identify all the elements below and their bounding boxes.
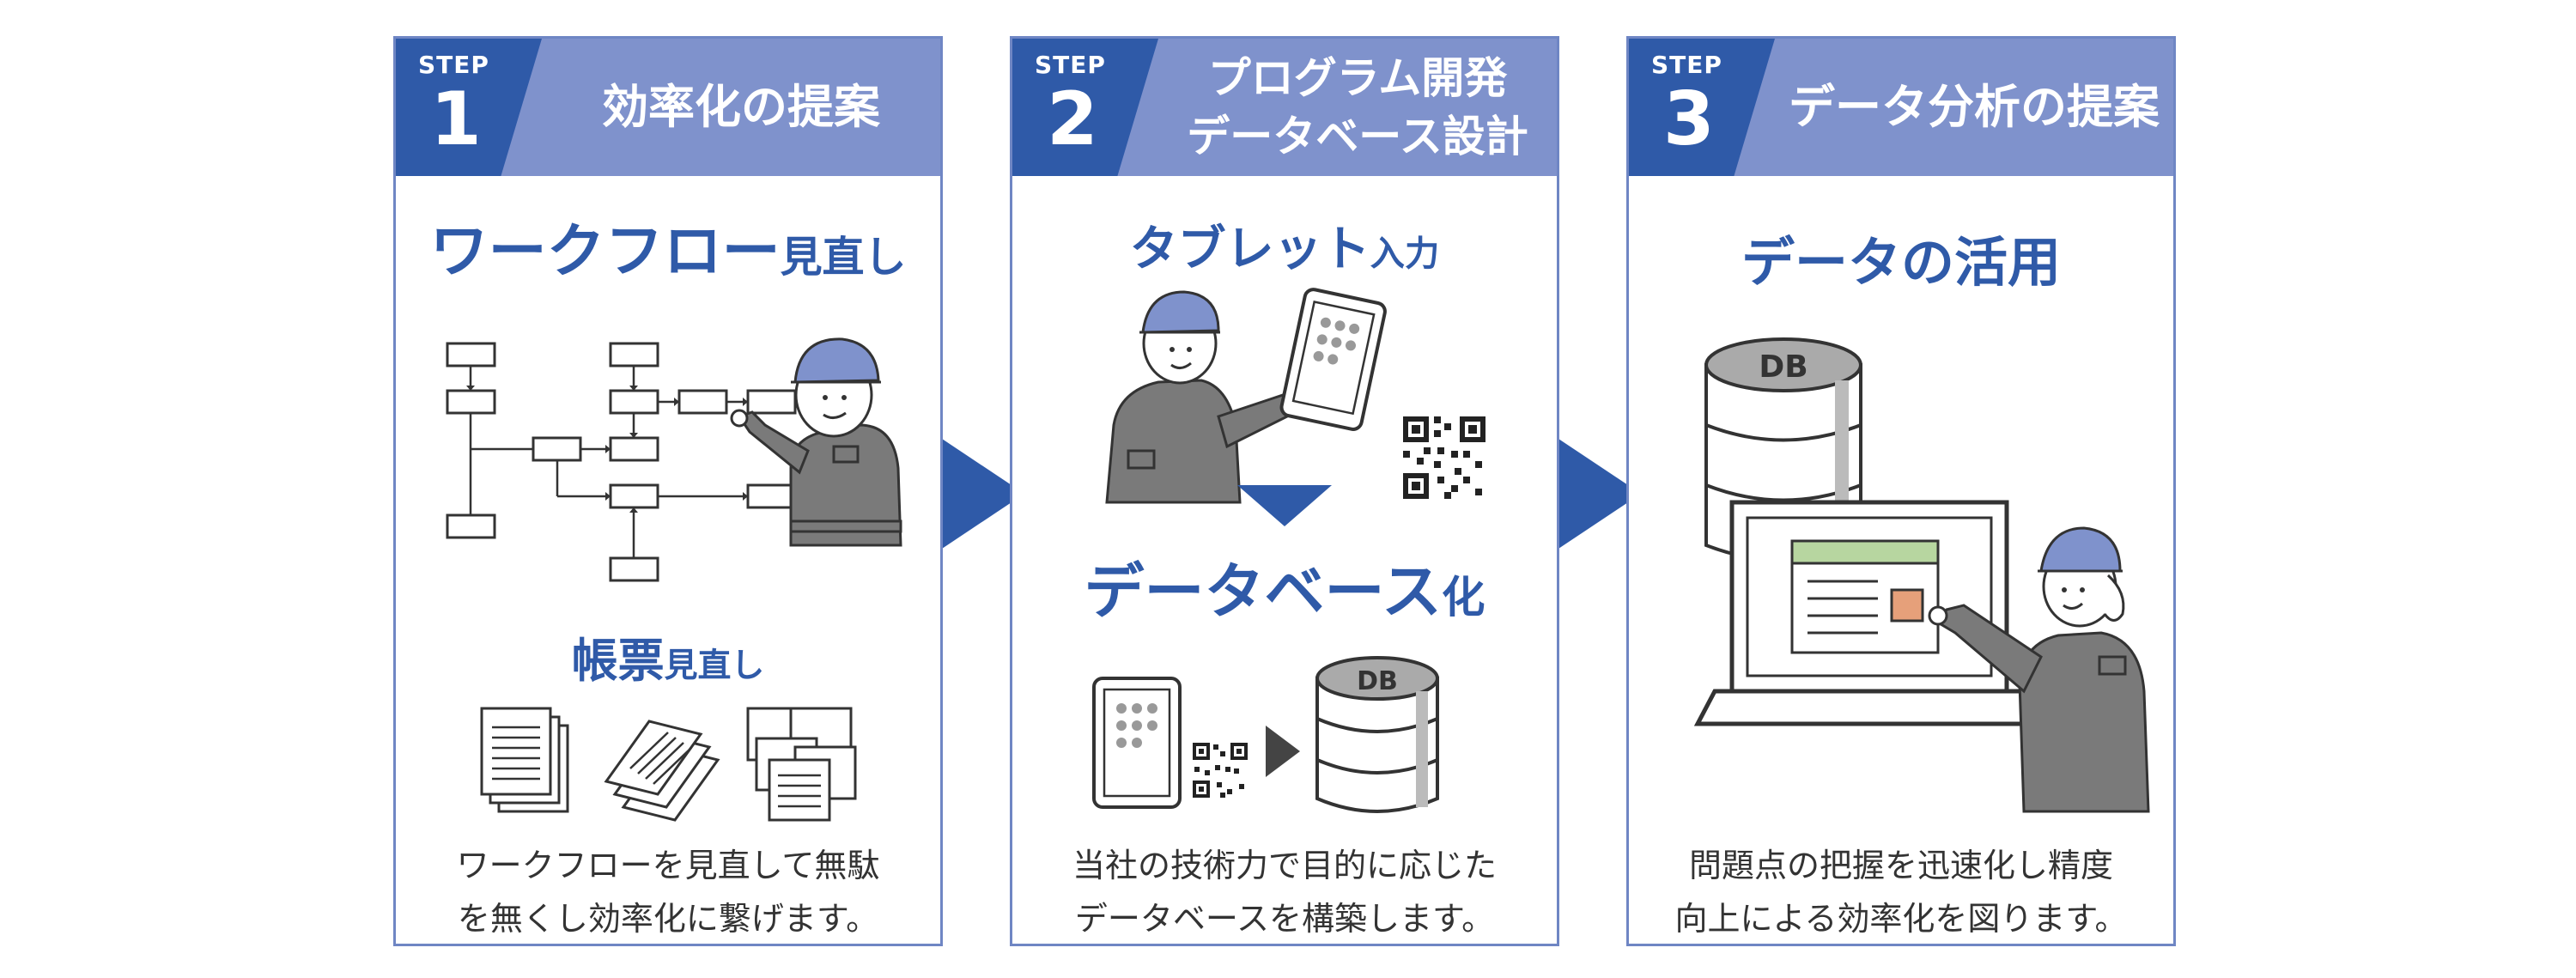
- step-1-number: 1: [430, 76, 482, 162]
- step-2-title: プログラム開発 データベース設計: [1187, 53, 1528, 161]
- step-1-heading-workflow: ワークフロー見直し: [429, 218, 907, 286]
- step-2-description: 当社の技術力で目的に応じた データベースを構築します。: [1072, 847, 1497, 938]
- step-3-title: データ分析の提案: [1789, 80, 2160, 134]
- step-1-heading-forms: 帳票見直し: [571, 634, 765, 688]
- database-icon: DB: [1315, 656, 1439, 813]
- down-arrow-icon: [1237, 485, 1332, 526]
- step-1-label: STEP: [418, 51, 489, 79]
- step-3-header: STEP 3 データ分析の提案: [1629, 39, 2173, 176]
- paper-stack-icon: [480, 707, 569, 813]
- document-stacks-illustration: [480, 707, 857, 822]
- db-label: DB: [1357, 666, 1398, 696]
- small-arrow-icon: [1266, 726, 1300, 777]
- step-2-card: STEP 2 プログラム開発 データベース設計 タブレット入力: [1010, 36, 1559, 946]
- step-2-heading-database: データベース化: [1084, 556, 1485, 627]
- step-3-number: 3: [1663, 76, 1715, 162]
- step-3-description: 問題点の把握を迅速化し精度 向上による効率化を図ります。: [1674, 847, 2128, 938]
- step-2-heading-tablet: タブレット入力: [1129, 222, 1440, 277]
- step-2-number: 2: [1047, 76, 1098, 162]
- step-3-label: STEP: [1651, 51, 1722, 79]
- tablet-icon: [1279, 288, 1387, 431]
- qr-code-icon: [1403, 416, 1485, 499]
- db-large-label: DB: [1759, 349, 1807, 385]
- tablet-small-icon: [1092, 677, 1182, 809]
- flow-arrow-2-to-3: [1551, 434, 1641, 554]
- tablet-input-illustration: [1105, 288, 1485, 504]
- laptop-icon: [1693, 500, 2045, 726]
- step-3-heading-data-use: データの活用: [1741, 231, 2061, 294]
- tablet-to-database-illustration: DB: [1092, 656, 1439, 813]
- step-2-header: STEP 2 プログラム開発 データベース設計: [1012, 39, 1557, 176]
- scattered-papers-icon: [604, 720, 720, 822]
- step-1-description: ワークフローを見直して無駄 を無くし効率化に繋げます。: [456, 847, 880, 938]
- step-1-header: STEP 1 効率化の提案: [396, 39, 940, 176]
- step-1-title: 効率化の提案: [602, 80, 880, 134]
- worker-pointing-icon: [730, 337, 902, 547]
- step-3-card: STEP 3 データ分析の提案 データの活用 DB: [1626, 36, 2176, 946]
- step-1-card: STEP 1 効率化の提案 ワークフロー見直し: [393, 36, 943, 946]
- flow-arrow-1-to-2: [934, 434, 1024, 554]
- workflow-flowchart-illustration: [446, 337, 902, 582]
- multiple-forms-icon: [746, 707, 857, 822]
- data-analysis-illustration: DB: [1693, 337, 2150, 813]
- qr-code-small-icon: [1193, 743, 1248, 798]
- step-2-label: STEP: [1035, 51, 1106, 79]
- worker-holding-tablet-icon: [1105, 290, 1307, 504]
- worker-using-laptop-icon: [1928, 526, 2150, 813]
